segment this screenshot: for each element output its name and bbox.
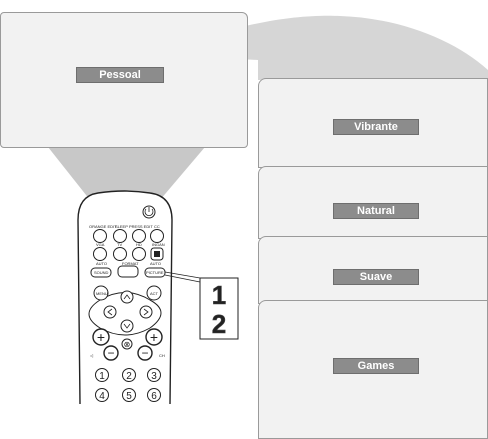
chevron-down-icon bbox=[123, 323, 131, 329]
option-label-vibrante: Vibrante bbox=[333, 119, 419, 135]
remote-row2-label-1: VGA bbox=[96, 242, 105, 247]
act-button-label: ACT bbox=[150, 291, 159, 296]
digit-button-6[interactable] bbox=[147, 388, 161, 402]
digit-label-4: 4 bbox=[99, 391, 105, 402]
remote-row1-label-2: SLEEP bbox=[115, 224, 128, 229]
step-number-1: 1 bbox=[212, 280, 226, 310]
digit-button-2[interactable] bbox=[122, 368, 136, 382]
remote-button-auto-picture-label: PICTURE bbox=[146, 270, 164, 275]
digit-label-1: 1 bbox=[99, 371, 105, 382]
digit-button-4[interactable] bbox=[95, 388, 109, 402]
remote-button-vga[interactable] bbox=[93, 247, 107, 261]
digit-label-6: 6 bbox=[151, 391, 157, 402]
remote-button-orange-edit[interactable] bbox=[93, 229, 107, 243]
volume-down-button[interactable] bbox=[103, 345, 119, 361]
light-beam bbox=[48, 147, 205, 200]
main-screen-label: Pessoal bbox=[76, 67, 164, 83]
remote-row2-label-4: INGAN bbox=[152, 242, 165, 247]
remote-row3-label-3: AUTO bbox=[150, 261, 161, 266]
option-screen-games: Games bbox=[258, 300, 488, 439]
nav-up-button[interactable] bbox=[120, 290, 134, 304]
volume-up-button[interactable] bbox=[92, 328, 110, 346]
option-label-games: Games bbox=[333, 358, 419, 374]
remote-button-hd[interactable] bbox=[132, 247, 146, 261]
step-number-2: 2 bbox=[212, 309, 226, 339]
remote-row2-label-2: TV bbox=[117, 242, 122, 247]
callout-leader-2 bbox=[164, 274, 201, 283]
menu-button[interactable] bbox=[93, 285, 109, 301]
callout-leader bbox=[164, 271, 201, 279]
digit-label-3: 3 bbox=[151, 371, 157, 382]
channel-up-button[interactable] bbox=[145, 328, 163, 346]
volume-up-glyph: + bbox=[97, 329, 105, 345]
remote-row2-label-3: HD bbox=[136, 242, 142, 247]
chevron-left-icon bbox=[107, 308, 113, 316]
channel-label: CH bbox=[159, 353, 165, 358]
digit-button-1[interactable] bbox=[95, 368, 109, 382]
remote-button-auto-sound-label: SOUND bbox=[94, 270, 109, 275]
digit-label-2: 2 bbox=[126, 371, 132, 382]
chevron-up-icon bbox=[123, 294, 131, 300]
remote-button-press-edit[interactable] bbox=[132, 229, 146, 243]
option-screen-suave: Suave bbox=[258, 236, 488, 304]
remote-row3-label-2: FORMAT bbox=[122, 261, 139, 266]
remote-button-cc[interactable] bbox=[150, 229, 164, 243]
main-screen: Pessoal bbox=[0, 12, 248, 148]
remote-button-format[interactable] bbox=[117, 265, 139, 278]
nav-down-button[interactable] bbox=[120, 319, 134, 333]
remote-button-auto-sound[interactable] bbox=[90, 267, 112, 278]
ingan-icon bbox=[154, 251, 160, 257]
nav-right-button[interactable] bbox=[139, 305, 153, 319]
mute-button[interactable] bbox=[121, 338, 133, 350]
volume-label: ◁ bbox=[90, 353, 94, 358]
option-label-natural: Natural bbox=[333, 203, 419, 219]
remote-button-auto-picture[interactable] bbox=[144, 267, 166, 278]
remote-row3-label-1: AUTO bbox=[96, 261, 107, 266]
option-label-suave: Suave bbox=[333, 269, 419, 285]
callout-box bbox=[199, 277, 239, 340]
power-glyph bbox=[144, 207, 154, 217]
mute-icon: ⊗ bbox=[124, 340, 131, 349]
remote-row1-label-1: ORANGE EDIT bbox=[89, 224, 117, 229]
channel-down-glyph: − bbox=[141, 346, 148, 360]
remote-button-tv[interactable] bbox=[113, 247, 127, 261]
digit-button-5[interactable] bbox=[122, 388, 136, 402]
chevron-right-icon bbox=[143, 308, 149, 316]
act-button[interactable] bbox=[146, 285, 162, 301]
nav-ring bbox=[88, 292, 162, 336]
digit-button-3[interactable] bbox=[147, 368, 161, 382]
volume-down-glyph: − bbox=[107, 346, 114, 360]
remote-row1-label-4: CC bbox=[154, 224, 160, 229]
fan-shape bbox=[170, 15, 488, 80]
nav-left-button[interactable] bbox=[103, 305, 117, 319]
digit-label-5: 5 bbox=[126, 391, 132, 402]
channel-down-button[interactable] bbox=[137, 345, 153, 361]
remote-row1-label-3: PRESS EDIT bbox=[129, 224, 153, 229]
channel-up-glyph: + bbox=[150, 329, 158, 345]
remote-button-sleep[interactable] bbox=[113, 229, 127, 243]
option-screen-vibrante: Vibrante bbox=[258, 78, 488, 168]
menu-button-label: MENU bbox=[96, 291, 108, 296]
